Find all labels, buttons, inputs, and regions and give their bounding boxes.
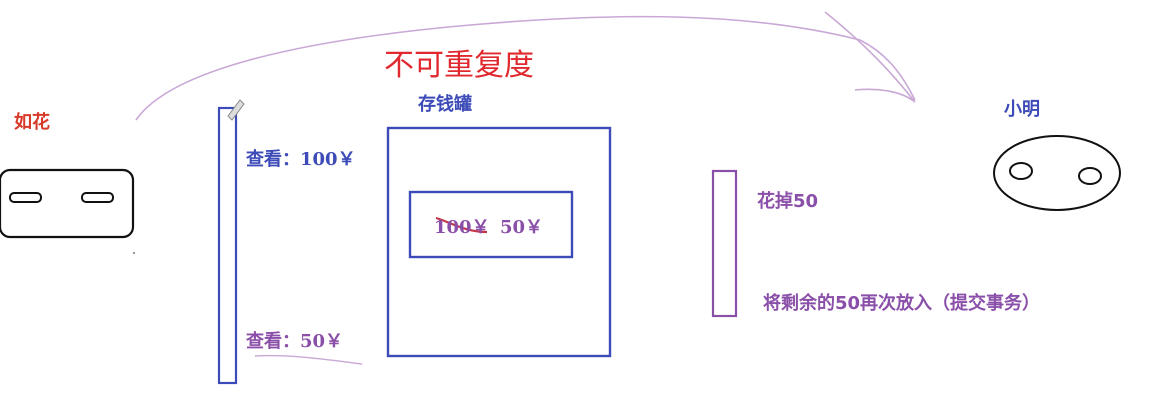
piggy-bank-box — [386, 126, 612, 358]
second-read-label: 查看：50￥ — [246, 331, 344, 352]
spend-label: 花掉50 — [757, 191, 819, 212]
actor-right-eye-2 — [1078, 167, 1102, 185]
piggy-bank-amount-box — [408, 190, 574, 259]
actor-right-figure — [993, 135, 1121, 211]
diagram-title: 不可重复度 — [384, 48, 534, 83]
underline-scribble — [254, 354, 363, 365]
actor-left-figure — [0, 168, 135, 239]
arrow-head — [824, 11, 916, 103]
pen-cursor — [227, 99, 245, 121]
actor-left-eye-1 — [9, 192, 42, 203]
put-back-label: 将剩余的50再次放入（提交事务） — [763, 293, 1041, 314]
right-transaction-bar — [711, 169, 738, 318]
old-amount-label: 100￥ — [434, 217, 490, 238]
first-read-label: 查看：100￥ — [246, 149, 356, 170]
new-amount-label: 50￥ — [500, 217, 544, 238]
left-transaction-bar — [217, 106, 238, 385]
actor-right-eye-1 — [1009, 162, 1033, 180]
flow-arc-arrow — [135, 15, 916, 121]
stray-dot — [132, 251, 136, 255]
actor-left-eye-2 — [81, 192, 114, 203]
actor-right-label: 小明 — [1004, 99, 1040, 120]
actor-left-label: 如花 — [14, 112, 50, 133]
piggy-bank-label: 存钱罐 — [418, 94, 472, 115]
strikethrough-scribble — [435, 216, 488, 234]
